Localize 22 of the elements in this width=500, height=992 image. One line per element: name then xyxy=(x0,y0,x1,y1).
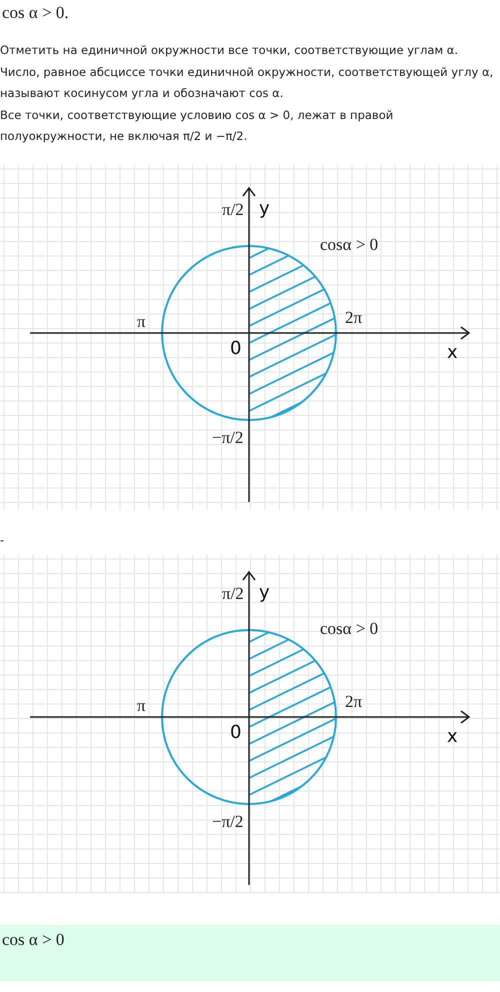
angle-label: −π/2 xyxy=(212,812,244,832)
angle-label: 2π xyxy=(345,308,362,328)
inequality-label: cosα > 0 xyxy=(320,619,378,639)
origin-label: 0 xyxy=(230,338,242,359)
paragraph: Отметить на единичной окружности все точки, соответствующие углам α. xyxy=(0,42,460,59)
axis-label: x xyxy=(447,726,458,747)
angle-label: π xyxy=(137,312,146,332)
paragraph: Все точки, соответствующие условию cos α > 0, лежат в правой полуокружности, не включая π/2 и −π/2. xyxy=(0,107,394,145)
angle-label: π/2 xyxy=(222,200,244,220)
axis-label: y xyxy=(259,582,270,603)
axis-label: x xyxy=(447,342,458,363)
axis-label: y xyxy=(259,198,270,219)
equation: cos α > 0. xyxy=(2,3,69,23)
angle-label: π/2 xyxy=(222,584,244,604)
angle-label: 2π xyxy=(345,692,362,712)
angle-label: π xyxy=(137,696,146,716)
equation: cos α > 0 xyxy=(2,930,64,950)
paragraph: Число, равное абсциссе точки единичной окружности, соответствующей углу α, называют косинусом угла и обозначают cos α. xyxy=(0,64,494,102)
dash-mark: - xyxy=(0,532,4,549)
inequality-label: cosα > 0 xyxy=(320,235,378,255)
angle-label: −π/2 xyxy=(212,428,244,448)
origin-label: 0 xyxy=(230,722,242,743)
